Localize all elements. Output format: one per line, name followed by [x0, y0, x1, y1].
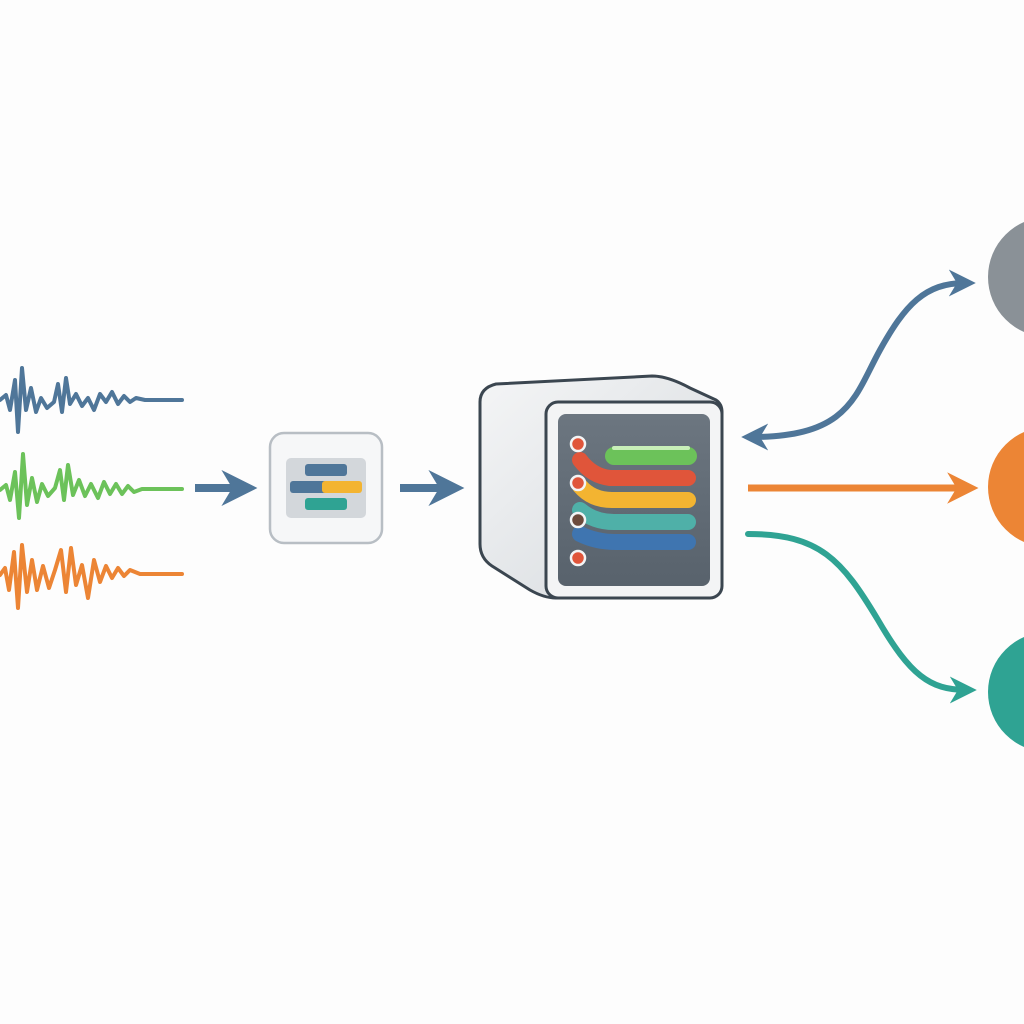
band-blue — [572, 526, 696, 550]
input-signals — [0, 366, 184, 610]
arrow-output-teal — [745, 531, 977, 704]
processor-unit — [478, 374, 724, 600]
output-node-orange — [988, 432, 1024, 542]
processor-port-dots — [569, 435, 587, 567]
band-red — [572, 452, 696, 486]
preprocessor-bar-blue — [305, 464, 347, 476]
preprocessor-bar-yellow — [322, 481, 362, 493]
preprocessor-bar-teal — [305, 498, 347, 510]
preprocessor-box — [268, 431, 384, 545]
arrow-output-gray-bidirectional — [741, 269, 976, 451]
band-teal — [572, 502, 696, 530]
output-node-teal — [988, 637, 1024, 747]
signal-orange-waveform — [0, 543, 184, 610]
signal-blue-waveform — [0, 366, 184, 434]
output-node-gray — [988, 222, 1024, 332]
signal-green-waveform — [0, 452, 184, 520]
